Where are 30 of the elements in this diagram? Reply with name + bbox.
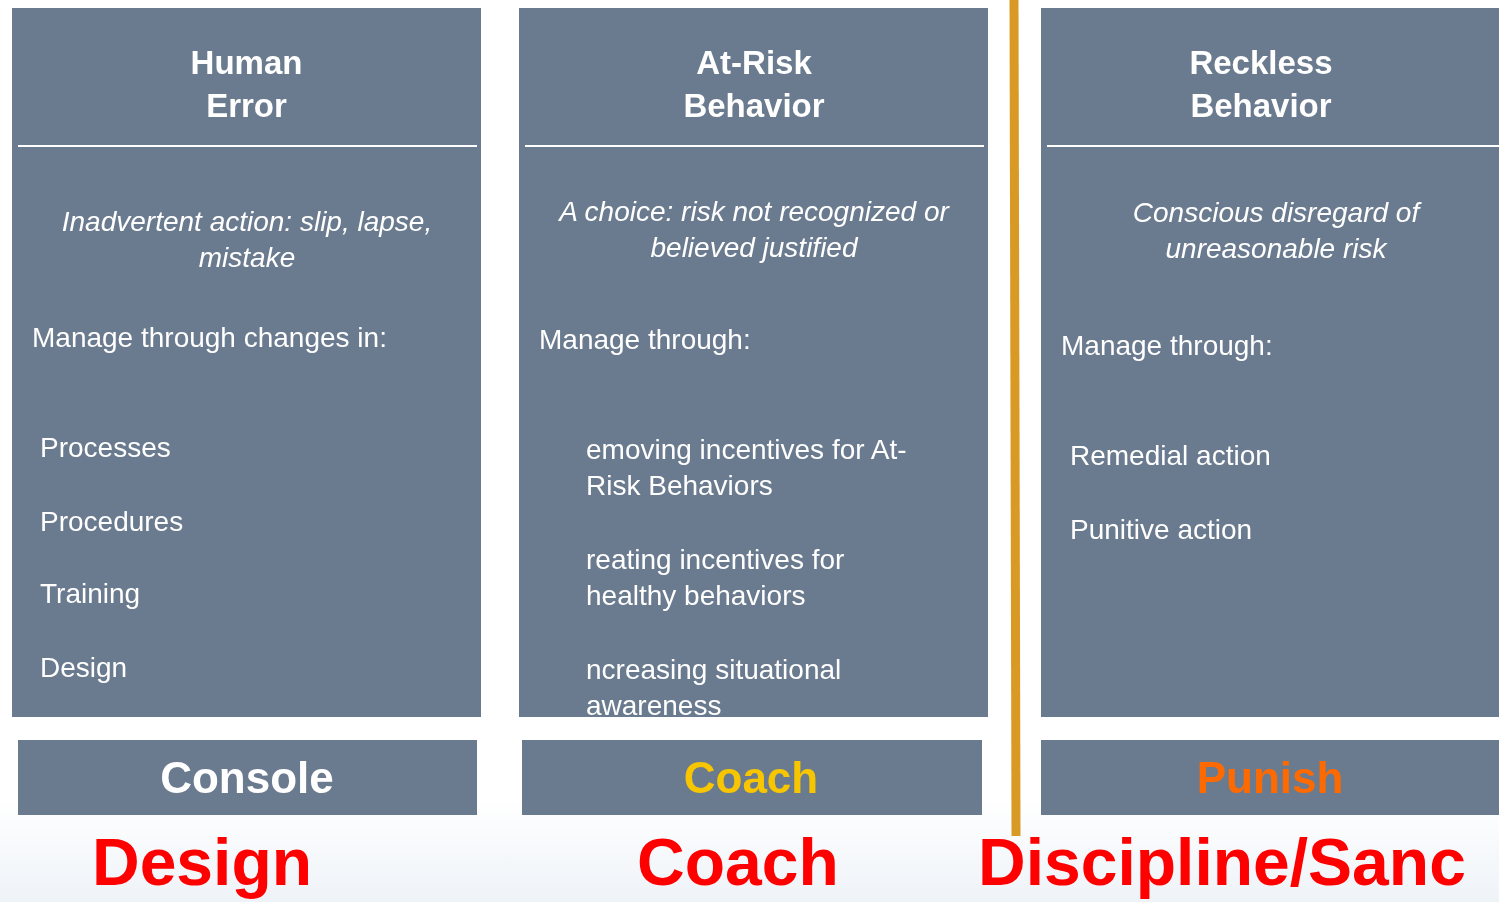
category-label: Discipline/Sanc: [978, 826, 1466, 898]
outcome-label: Console: [159, 752, 335, 804]
list-item: emoving incentives for At-Risk Behaviors: [586, 433, 908, 503]
instruction-text: Manage through changes in:: [32, 321, 388, 355]
list-item: Procedures: [40, 505, 184, 539]
column-heading: Reckless Behavior: [1188, 43, 1334, 126]
list-item: reating incentives for healthy behaviors: [586, 543, 846, 613]
description-text: A choice: risk not recognized or believed justified: [557, 195, 951, 265]
outcome-box: [1041, 740, 1499, 815]
outcome-label: Coach: [682, 752, 820, 804]
list-item: Design: [40, 651, 128, 685]
category-label: Design: [92, 826, 313, 898]
instruction-text: Manage through:: [1061, 329, 1274, 363]
description-text: Inadvertent action: slip, lapse, mistake: [60, 205, 434, 275]
outcome-box: [522, 740, 982, 815]
column-panel: [12, 8, 481, 717]
list-item: ncreasing situational awareness: [586, 653, 843, 723]
column-heading: At-Risk Behavior: [682, 43, 826, 126]
description-text: Conscious disregard of unreasonable risk: [1131, 196, 1423, 266]
category-label: Coach: [637, 826, 839, 898]
list-item: Remedial action: [1070, 439, 1271, 473]
column-heading: Human Error: [189, 43, 304, 126]
list-item: Punitive action: [1070, 513, 1253, 547]
column-panel: [519, 8, 988, 717]
outcome-label: Punish: [1195, 752, 1345, 804]
outcome-box: [18, 740, 477, 815]
list-item: Training: [40, 577, 141, 611]
column-panel: [1041, 8, 1499, 717]
list-item: Processes: [40, 431, 171, 465]
instruction-text: Manage through:: [539, 323, 752, 357]
